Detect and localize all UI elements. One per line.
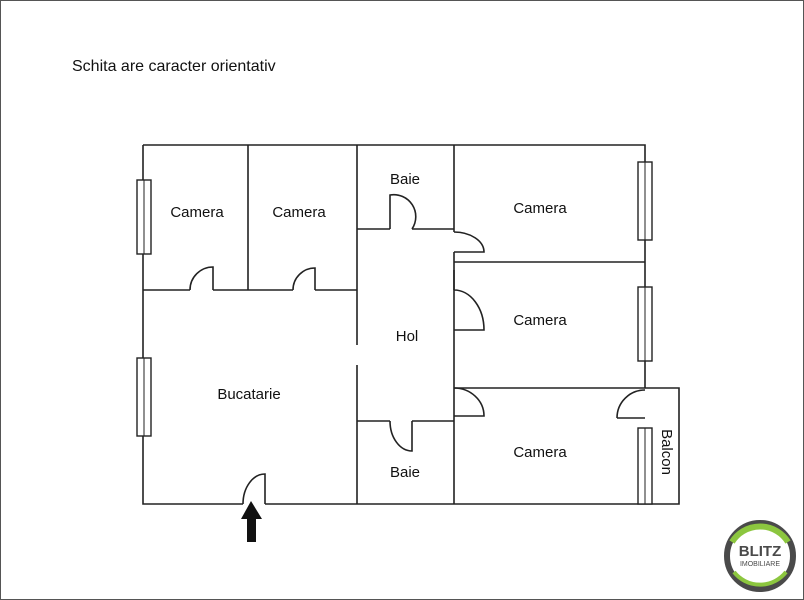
arrow-up-icon [241,501,262,542]
windows [136,161,653,505]
door-baie-top [389,193,417,230]
room-label-hol: Hol [396,328,419,345]
svg-text:BLITZ: BLITZ [739,543,782,560]
disclaimer-note: Schita are caracter orientativ [72,58,276,75]
interior-walls [143,145,645,504]
door-balcon [616,389,646,419]
room-label-camera-1: Camera [170,204,224,221]
door-camera-4 [453,270,485,331]
room-label-camera-2: Camera [272,204,326,221]
door-camera-3 [453,231,485,253]
room-label-balcon: Balcon [658,429,675,475]
svg-text:IMOBILIARE: IMOBILIARE [740,561,780,568]
room-label-baie-bottom: Baie [390,464,420,481]
room-label-bucatarie: Bucatarie [217,386,280,403]
door-swings [189,193,646,505]
door-camera-2 [292,267,316,291]
outer-walls [142,144,680,505]
room-label-baie-top: Baie [390,171,420,188]
room-label-camera-4: Camera [513,312,567,329]
room-label-camera-3: Camera [513,200,567,217]
door-camera-5 [453,387,485,417]
door-camera-1 [189,266,214,291]
door-entrance [242,473,266,505]
door-baie-bottom [389,420,413,452]
blitz-logo: BLITZ IMOBILIARE [724,520,796,592]
room-label-camera-5: Camera [513,444,567,461]
